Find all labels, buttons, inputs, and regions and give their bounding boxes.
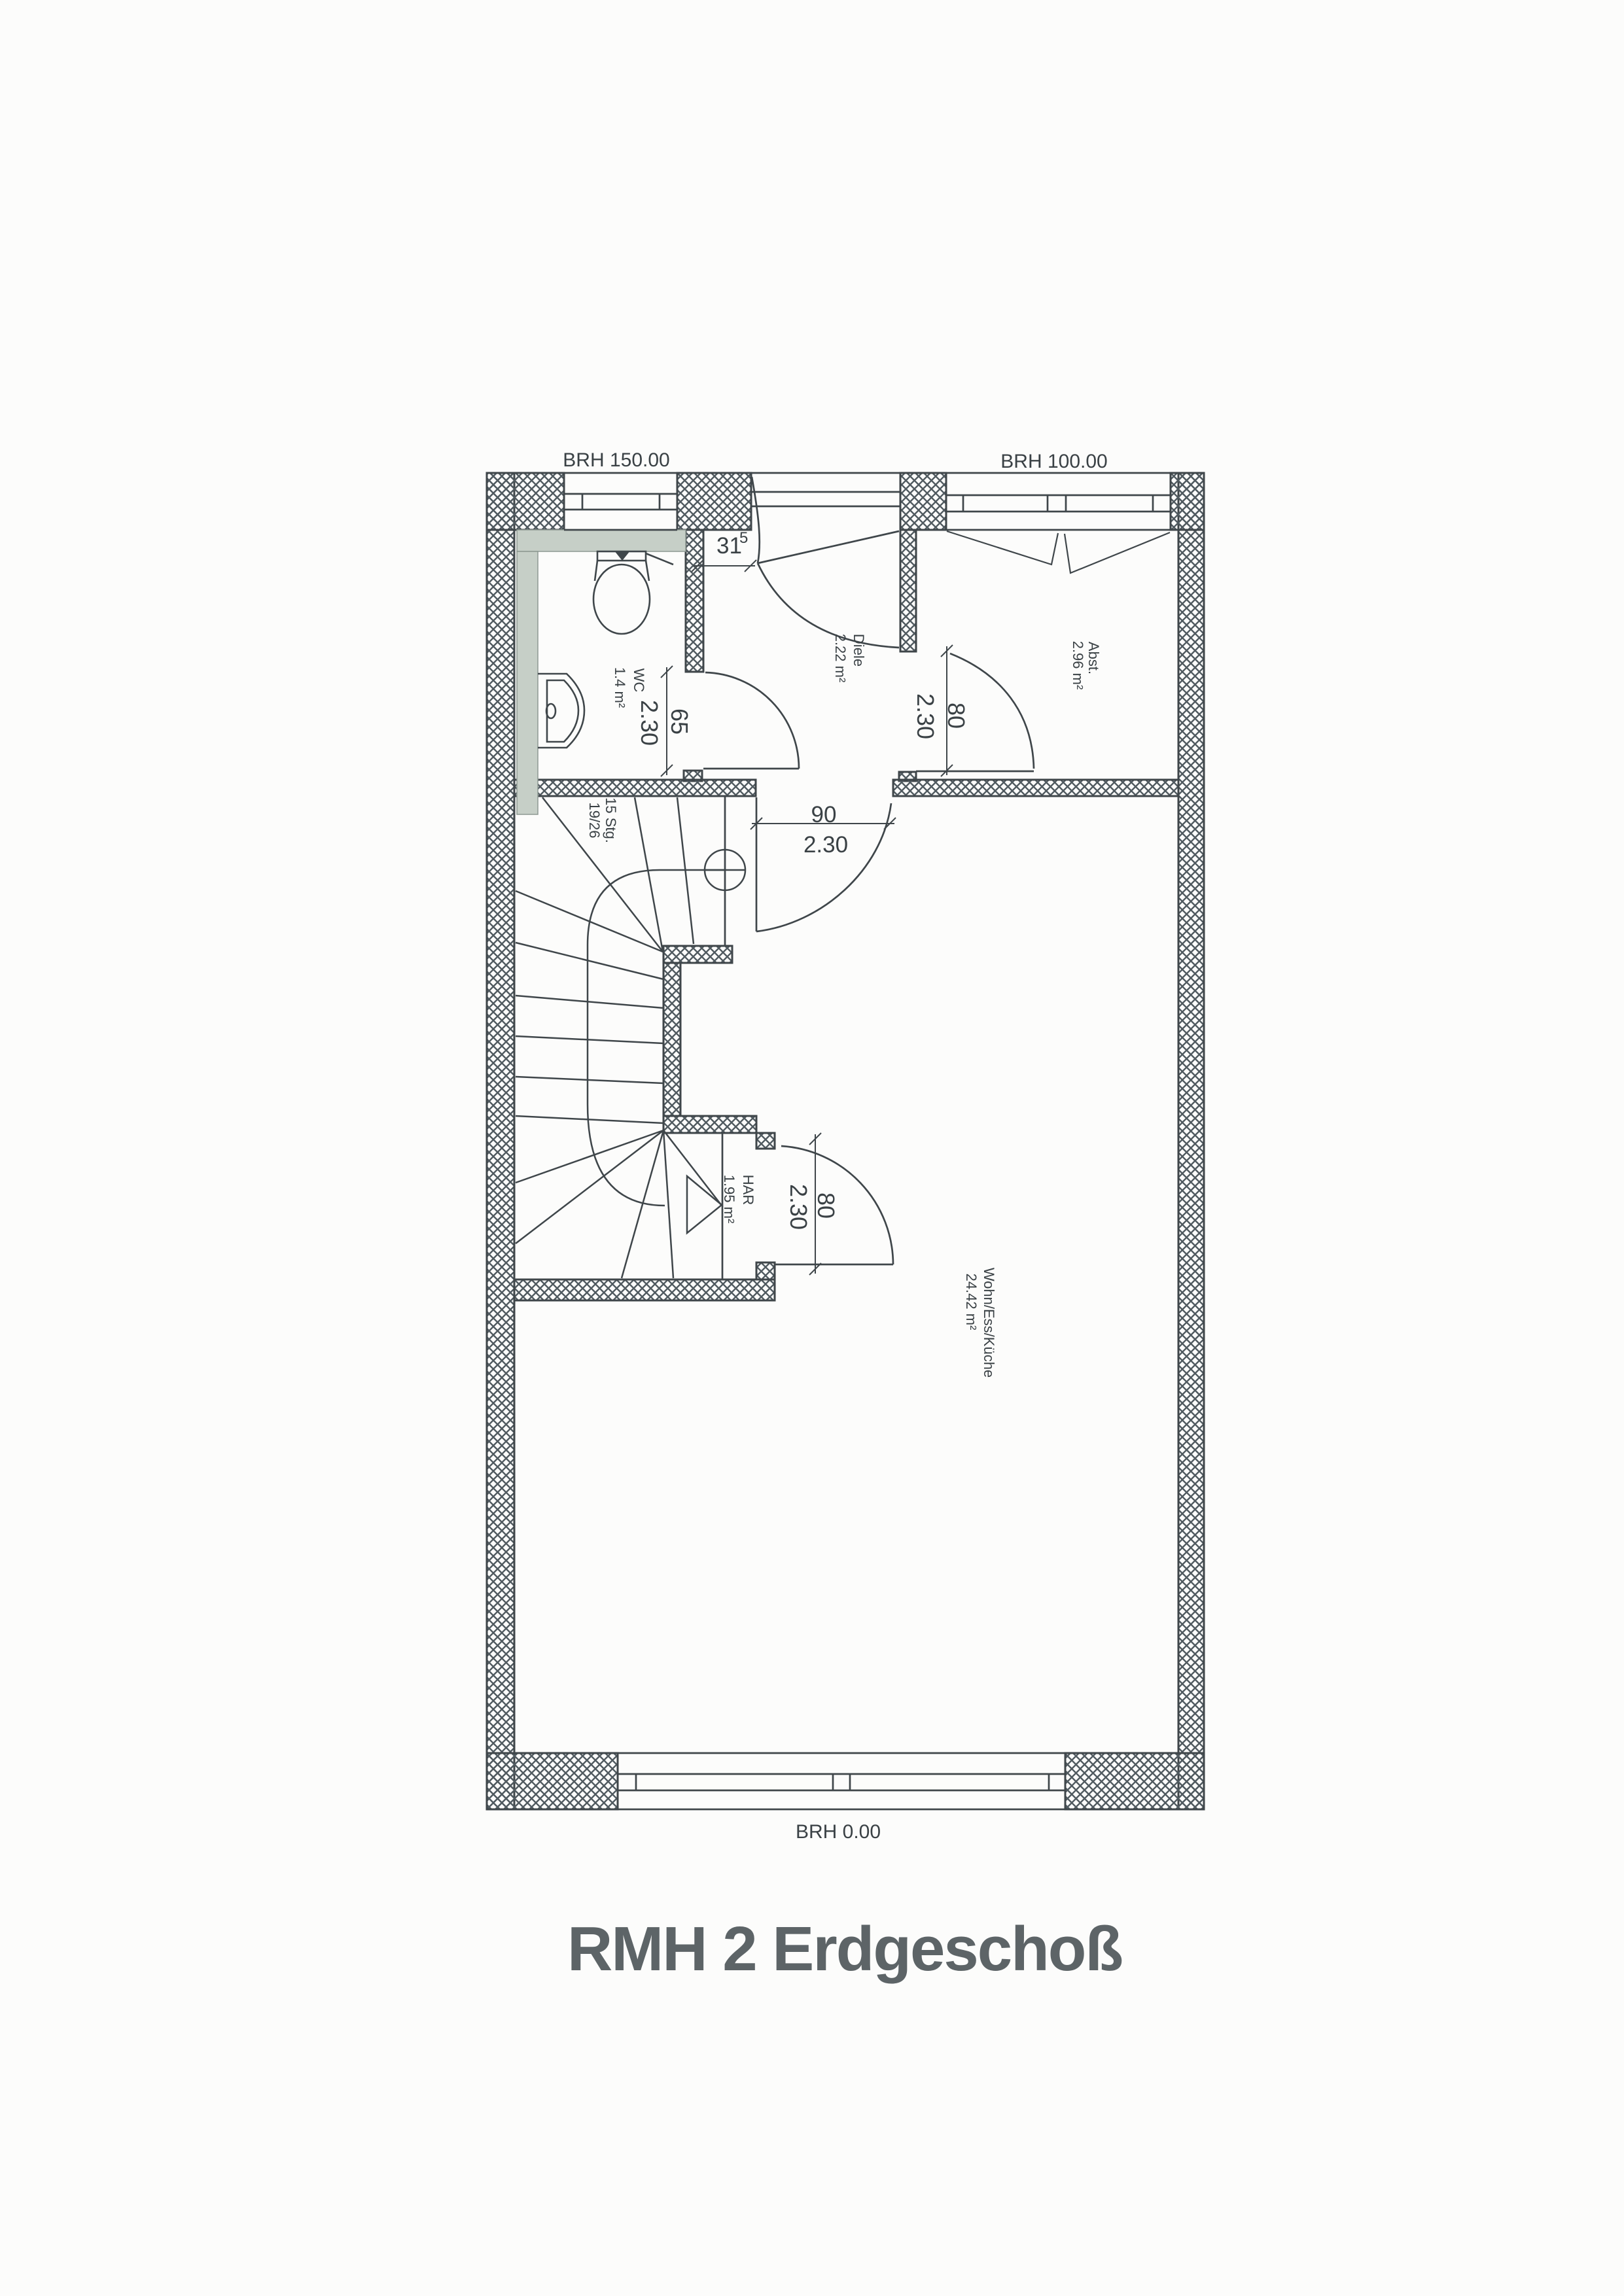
svg-text:1.95 m²: 1.95 m² (721, 1175, 737, 1224)
svg-text:24.42 m²: 24.42 m² (963, 1274, 980, 1331)
svg-text:BRH 150.00: BRH 150.00 (563, 449, 669, 471)
svg-text:31: 31 (716, 533, 742, 559)
svg-text:BRH 100.00: BRH 100.00 (1000, 451, 1107, 472)
svg-text:19/26: 19/26 (586, 802, 603, 838)
svg-text:WC: WC (631, 669, 647, 693)
svg-text:Wohn/Ess/Küche: Wohn/Ess/Küche (981, 1268, 997, 1378)
svg-text:BRH 0.00: BRH 0.00 (796, 1821, 881, 1843)
svg-text:2.30: 2.30 (785, 1184, 812, 1230)
svg-text:2.22 m²: 2.22 m² (832, 634, 849, 683)
svg-text:2.30: 2.30 (636, 700, 663, 746)
svg-text:Abst.: Abst. (1086, 642, 1102, 674)
svg-text:5: 5 (739, 529, 748, 547)
svg-text:80: 80 (943, 703, 970, 729)
svg-text:2.30: 2.30 (803, 832, 848, 858)
svg-text:15 Stg.: 15 Stg. (603, 797, 619, 843)
svg-text:Diele: Diele (851, 634, 867, 667)
svg-text:1.4 m²: 1.4 m² (612, 667, 628, 708)
svg-text:2.30: 2.30 (912, 693, 939, 739)
svg-text:2.96 m²: 2.96 m² (1070, 641, 1086, 690)
svg-text:90: 90 (811, 802, 837, 827)
svg-text:80: 80 (813, 1192, 839, 1219)
svg-text:RMH 2 Erdgeschoß: RMH 2 Erdgeschoß (567, 1914, 1122, 1984)
svg-text:65: 65 (666, 708, 693, 735)
svg-text:HAR: HAR (740, 1175, 756, 1205)
